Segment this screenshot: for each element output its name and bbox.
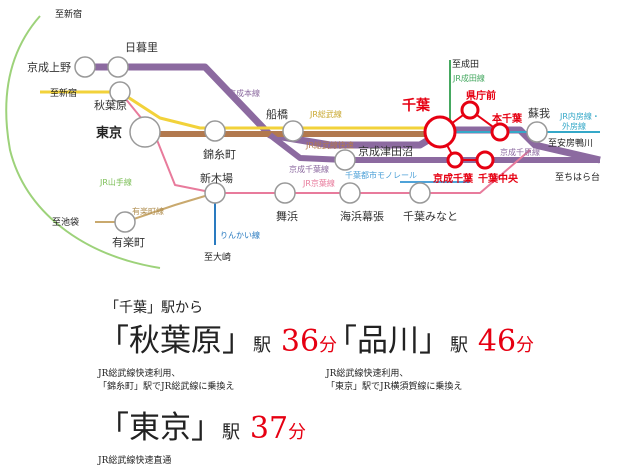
label-narita-dest: 至成田 <box>452 58 479 70</box>
eki-akihabara: 駅 <box>253 335 271 356</box>
note-shinagawa-2: 「東京」駅でJR横須賀線に乗換え <box>326 382 463 392</box>
station-hon-chiba <box>490 122 510 142</box>
station-kaihin-makuhari <box>339 182 361 204</box>
label-shinkiba: 新木場 <box>200 171 233 185</box>
label-jr-sobu-rapid: JR総武線快速 <box>305 140 354 150</box>
info-lead: 「千葉」駅から <box>105 300 203 316</box>
fun-tokyo: 分 <box>288 422 307 443</box>
yamanote-line <box>5 15 161 269</box>
station-kinshicho <box>204 120 226 142</box>
station-yurakucho <box>114 211 136 233</box>
dest-akihabara: 「秋葉原」 <box>98 323 253 359</box>
station-chiba <box>423 115 457 149</box>
label-keisei-chiba: 京成千葉 <box>433 172 474 185</box>
label-yurakucho: 有楽町 <box>112 235 145 249</box>
minutes-shinagawa: 46 <box>477 324 517 359</box>
station-kenchomae <box>460 100 480 120</box>
note-shinagawa-1: JR総武線快速利用、 <box>326 369 409 379</box>
label-kenchomae: 県庁前 <box>466 89 496 102</box>
label-keisei-chihara: 京成千原線 <box>500 147 540 157</box>
info-shinagawa: 「品川」駅 46分 JR総武線快速利用、 「東京」駅でJR横須賀線に乗換え <box>326 323 534 394</box>
label-awakamogawa-dest: 至安房鴨川 <box>548 137 593 149</box>
station-keisei-chiba <box>446 151 464 169</box>
label-shinjuku-dest: 至新宿 <box>55 8 82 20</box>
info-akihabara: 「秋葉原」駅 36分 JR総武線快速利用、 「錦糸町」駅でJR総武線に乗換え <box>98 323 337 394</box>
label-jr-sobu: JR総武線 <box>309 109 342 119</box>
label-maihama: 舞浜 <box>276 210 298 223</box>
eki-shinagawa: 駅 <box>450 335 468 356</box>
station-tokyo <box>129 116 161 148</box>
label-nippori: 日暮里 <box>125 40 158 54</box>
label-chiba-chuo: 千葉中央 <box>478 172 519 185</box>
label-jr-yamanote: JR山手線 <box>99 177 132 187</box>
station-maihama <box>274 182 296 204</box>
station-nippori <box>107 56 129 78</box>
label-ikebukuro-dest: 至池袋 <box>52 216 79 228</box>
station-chiba-chuo <box>475 150 495 170</box>
station-akihabara <box>109 81 131 103</box>
station-keisei-tsudanuma <box>334 149 356 171</box>
label-oosaki-dest: 至大崎 <box>204 251 231 263</box>
label-jr-uchibo-sotobo-2: 外房線 <box>562 121 586 131</box>
info-tokyo: 「東京」駅 37分 JR総武線快速直通 <box>98 410 306 468</box>
label-funabashi: 船橋 <box>266 107 288 121</box>
route-map: 至新宿 京成上野 日暮里 至新宿 秋葉原 東京 錦糸町 船橋 京成津田沼 新木場… <box>5 8 601 269</box>
station-chiba-minato <box>409 182 431 204</box>
label-akihabara: 秋葉原 <box>94 98 127 112</box>
keisei-main-line <box>85 63 601 164</box>
label-yurakucho-line: 有楽町線 <box>132 206 164 216</box>
label-rinkai: りんかい線 <box>220 230 260 240</box>
label-kinshicho: 錦糸町 <box>203 147 236 161</box>
label-jr-uchibo-sotobo-1: JR内房線・ <box>559 111 600 121</box>
label-kaihin-makuhari: 海浜幕張 <box>340 209 384 223</box>
label-chiharadai-dest: 至ちはら台 <box>555 171 600 183</box>
dest-tokyo: 「東京」 <box>98 410 222 446</box>
fun-shinagawa: 分 <box>516 335 535 356</box>
yurakucho-line <box>95 192 216 223</box>
note-akihabara-1: JR総武線快速利用、 <box>98 369 181 379</box>
label-chiba-minato: 千葉みなと <box>403 209 458 223</box>
minutes-tokyo: 37 <box>249 411 289 446</box>
note-akihabara-2: 「錦糸町」駅でJR総武線に乗換え <box>98 382 235 392</box>
label-keisei-chiba-line: 京成千葉線 <box>289 164 329 174</box>
label-chiba-monorail: 千葉都市モノレール <box>345 170 417 180</box>
label-tokyo: 東京 <box>96 125 122 141</box>
label-shinjuku-dest-2: 至新宿 <box>50 87 77 99</box>
minutes-akihabara: 36 <box>280 324 320 359</box>
label-keisei-tsudanuma: 京成津田沼 <box>358 144 413 158</box>
label-keisei-ueno: 京成上野 <box>27 60 71 74</box>
label-keisei-main: 京成本線 <box>228 88 260 98</box>
label-jr-keiyo: JR京葉線 <box>302 178 335 188</box>
fun-akihabara: 分 <box>319 335 338 356</box>
label-chiba: 千葉 <box>402 97 431 114</box>
dest-shinagawa: 「品川」 <box>326 323 450 359</box>
label-jr-narita: JR成田線 <box>452 73 485 83</box>
station-funabashi <box>282 120 304 142</box>
station-shinkiba <box>204 182 226 204</box>
station-keisei-ueno <box>74 56 96 78</box>
label-soga: 蘇我 <box>528 107 550 120</box>
station-soga <box>526 121 548 143</box>
note-tokyo-1: JR総武線快速直通 <box>98 456 172 466</box>
label-hon-chiba: 本千葉 <box>492 112 523 125</box>
eki-tokyo: 駅 <box>222 422 240 443</box>
